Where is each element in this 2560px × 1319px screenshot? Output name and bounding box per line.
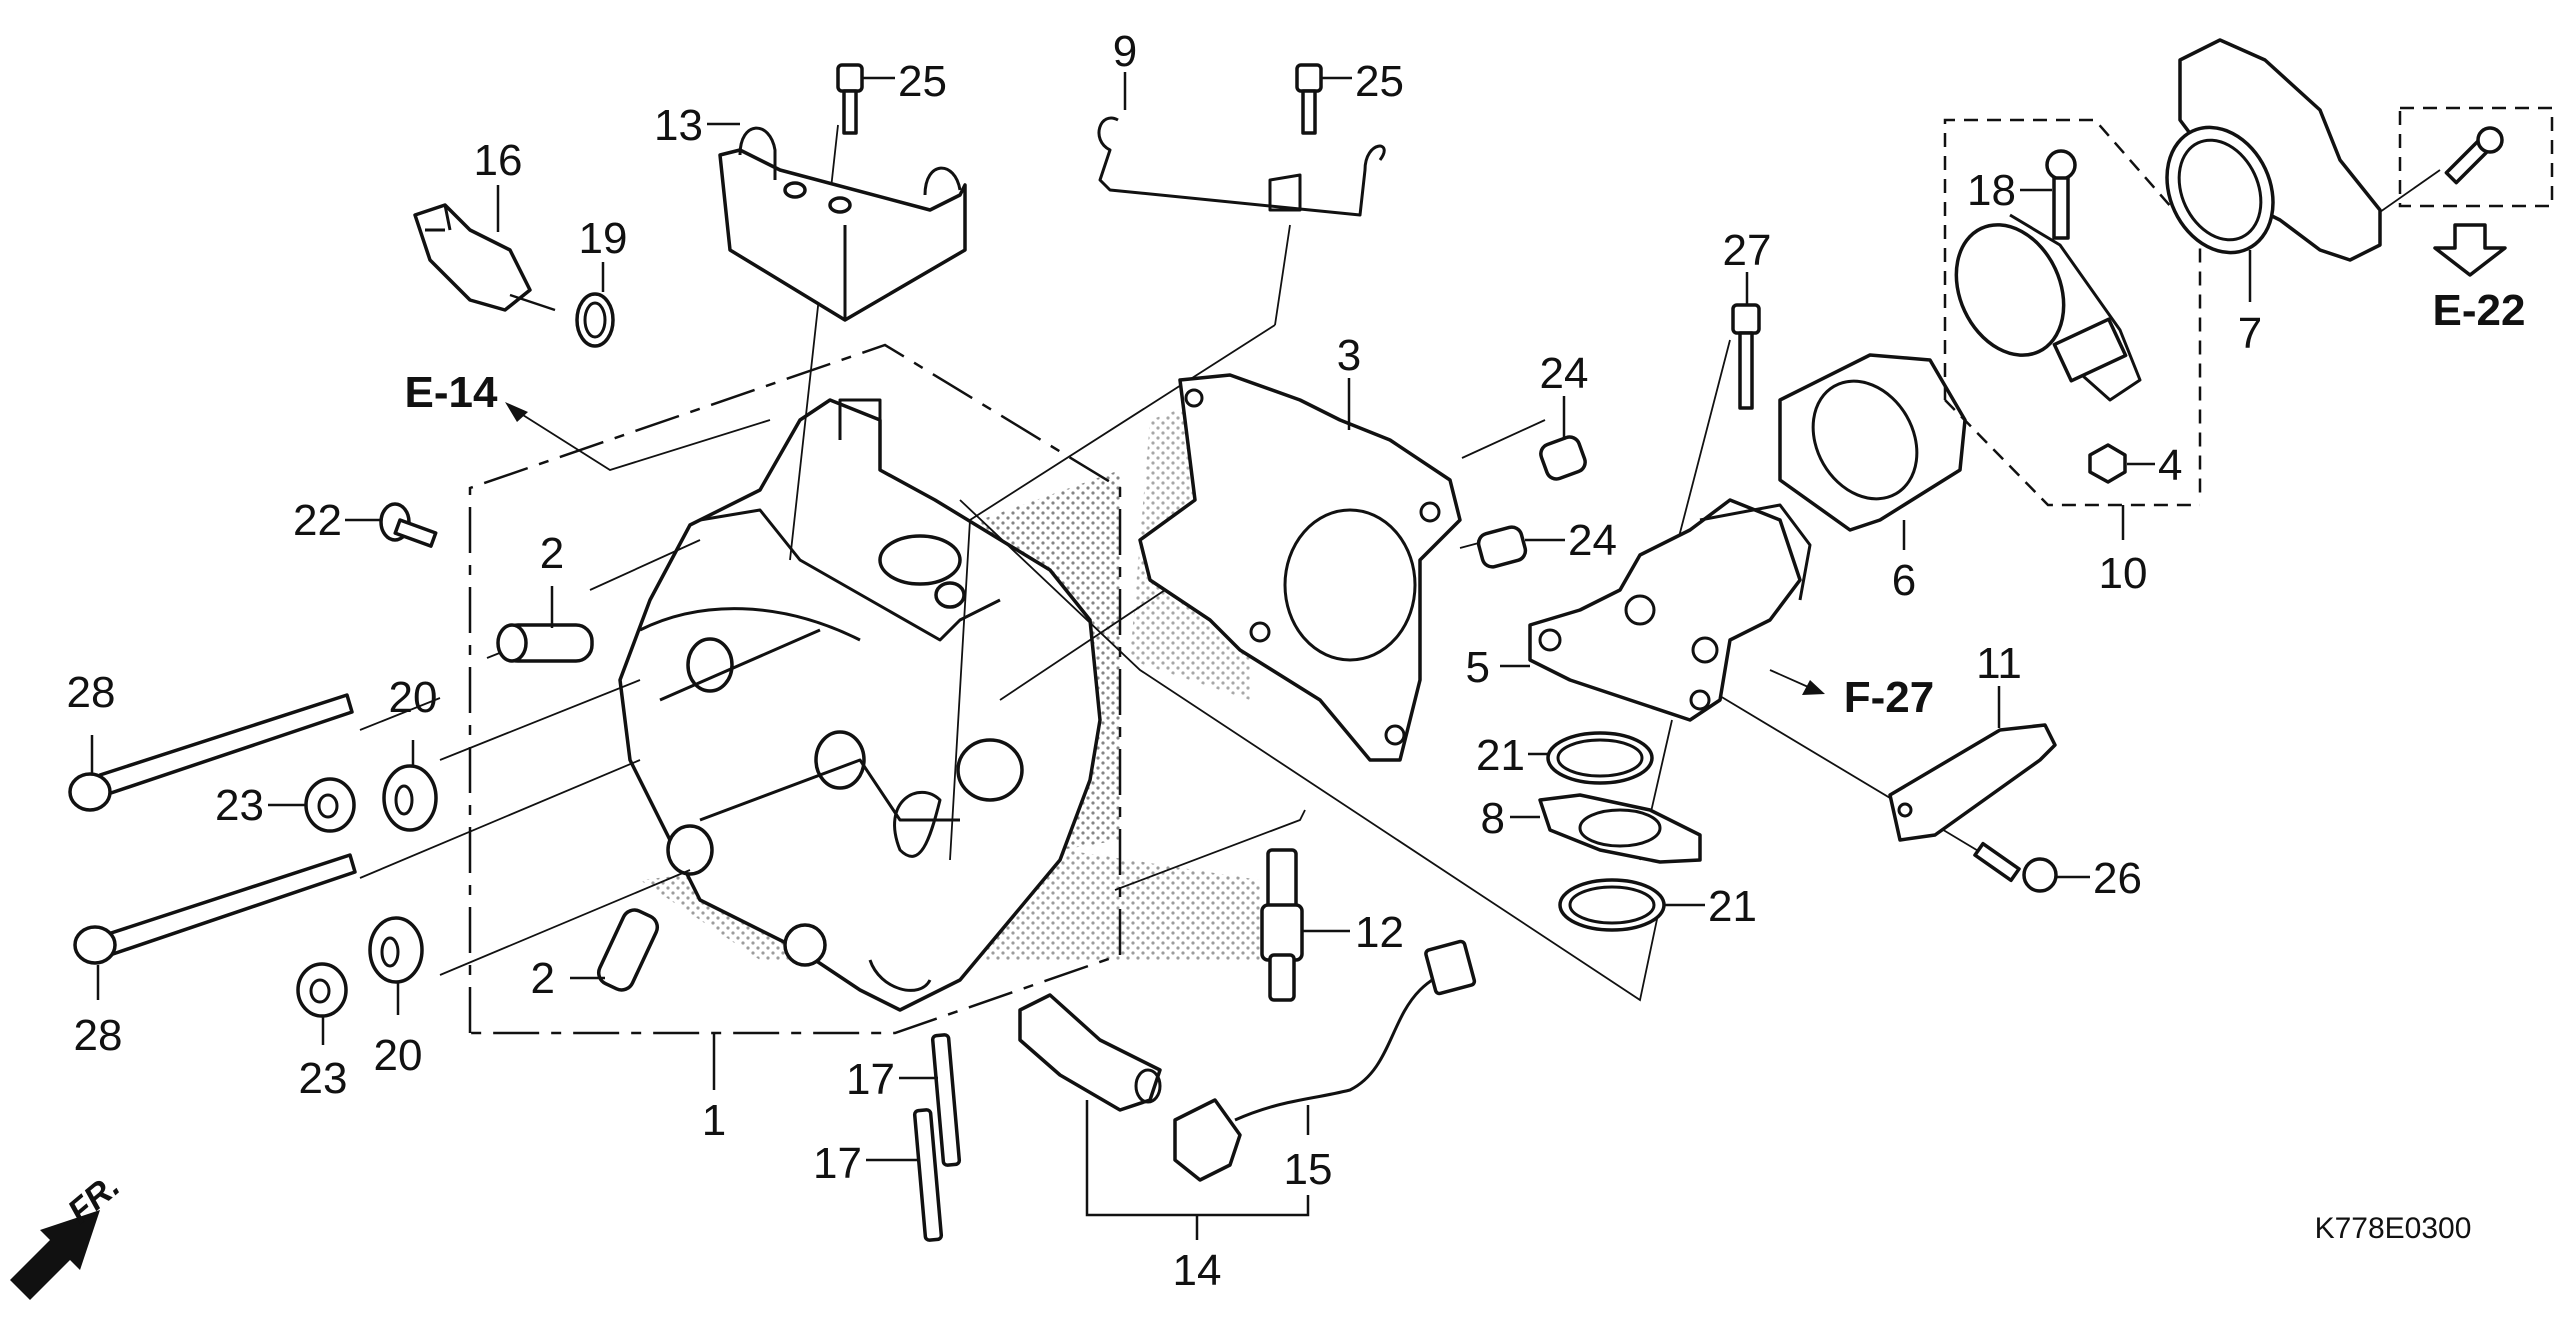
insulator-8-part[interactable] [1510,793,1702,864]
callout-22[interactable]: 22 [293,496,342,545]
cylinder-head-part[interactable] [618,398,1102,1012]
nut-23-upper-part[interactable] [268,777,356,833]
bracket-14-15 [1085,1100,1310,1240]
wire-stay-9-part[interactable] [1097,72,1386,217]
gasket-3-part[interactable] [1138,373,1462,762]
nut-4-part[interactable] [2088,443,2155,484]
sensor-14-part[interactable] [1018,993,1162,1112]
callout-labels: 1 2 2 3 4 5 6 7 8 9 10 11 12 13 14 15 16… [67,27,2263,1295]
callout-2-lower[interactable]: 2 [531,954,555,1003]
screw-18-part[interactable] [2020,149,2077,240]
callout-10[interactable]: 10 [2099,549,2148,598]
callout-6[interactable]: 6 [1892,556,1916,605]
dowel-24-lower-part[interactable] [1476,525,1565,569]
bolt-25-left-part[interactable] [836,63,895,135]
callout-24-upper[interactable]: 24 [1540,349,1589,398]
band-assembly-10-outline [1943,118,2202,540]
callout-21-upper[interactable]: 21 [1476,731,1525,780]
callout-1[interactable]: 1 [702,1096,726,1145]
callout-19[interactable]: 19 [579,214,628,263]
bolt-27-part[interactable] [1731,272,1761,410]
callout-4[interactable]: 4 [2158,441,2182,490]
band-10-part[interactable] [1936,207,2142,402]
callout-17-upper[interactable]: 17 [846,1055,895,1104]
callout-13[interactable]: 13 [654,101,703,150]
dowel-2-upper-part[interactable] [496,586,594,663]
bolt-26-part[interactable] [1973,841,2090,893]
spark-plug-12-part[interactable] [1260,848,1350,1002]
leader-lines [359,124,2441,1002]
callout-14[interactable]: 14 [1173,1246,1222,1295]
nut-23-lower-part[interactable] [296,962,348,1045]
callout-20-lower[interactable]: 20 [374,1031,423,1080]
front-direction-arrow-icon [10,1210,100,1300]
callout-8[interactable]: 8 [1481,794,1505,843]
callout-28-lower[interactable]: 28 [74,1011,123,1060]
oring-21-lower-part[interactable] [1558,878,1705,932]
callout-2-upper[interactable]: 2 [540,529,564,578]
ref-e22[interactable]: E-22 [2433,286,2526,335]
callout-15[interactable]: 15 [1284,1145,1333,1194]
callout-24-lower[interactable]: 24 [1568,516,1617,565]
callout-3[interactable]: 3 [1337,331,1361,380]
callout-20-upper[interactable]: 20 [389,673,438,722]
dowel-24-upper-part[interactable] [1538,396,1588,482]
callout-23-upper[interactable]: 23 [215,781,264,830]
callout-12[interactable]: 12 [1355,908,1404,957]
f27-reference-arrow [1769,669,1825,695]
bolt-28-lower-part[interactable] [73,853,357,1000]
oring-21-upper-part[interactable] [1528,731,1654,785]
joint-7-part[interactable] [2147,38,2382,302]
callout-18[interactable]: 18 [1967,166,2016,215]
callout-27[interactable]: 27 [1723,226,1772,275]
callout-23-lower[interactable]: 23 [299,1054,348,1103]
callout-28-upper[interactable]: 28 [67,668,116,717]
diagram-code: K778E0300 [2315,1212,2472,1245]
e14-reference-arrow [505,402,771,471]
stud-17-lower-part[interactable] [866,1108,944,1242]
stay-11-part[interactable] [1888,686,2057,842]
callout-7[interactable]: 7 [2238,309,2262,358]
callout-25-right[interactable]: 25 [1355,57,1404,106]
callout-21-lower[interactable]: 21 [1708,882,1757,931]
washer-20-upper-part[interactable] [382,740,438,832]
ref-f27[interactable]: F-27 [1844,673,1934,722]
callout-25-left[interactable]: 25 [898,57,947,106]
stud-17-upper-part[interactable] [899,1033,962,1167]
dowel-2-lower-part[interactable] [570,906,661,994]
bolt-28-upper-part[interactable] [68,693,354,812]
bolt-25-right-part[interactable] [1295,63,1352,135]
intake-pipe-5-part[interactable] [1500,498,1812,722]
insulator-6-part[interactable] [1778,353,1967,550]
washer-19-part[interactable] [575,262,615,348]
e22-down-arrow-icon [2433,223,2507,277]
callout-17-lower[interactable]: 17 [813,1139,862,1188]
callout-16[interactable]: 16 [474,136,523,185]
callout-11[interactable]: 11 [1976,639,2022,688]
callout-26[interactable]: 26 [2093,854,2142,903]
callout-5[interactable]: 5 [1466,643,1490,692]
harness-15-part[interactable] [1173,939,1477,1182]
ref-e14[interactable]: E-14 [405,368,498,417]
e22-bolt-box [2398,106,2554,208]
sensor-16-part[interactable] [413,185,556,312]
bolt-22-part[interactable] [345,502,438,548]
callout-9[interactable]: 9 [1113,27,1137,76]
bracket-13-part[interactable] [718,126,967,322]
washer-20-lower-part[interactable] [368,916,424,1015]
